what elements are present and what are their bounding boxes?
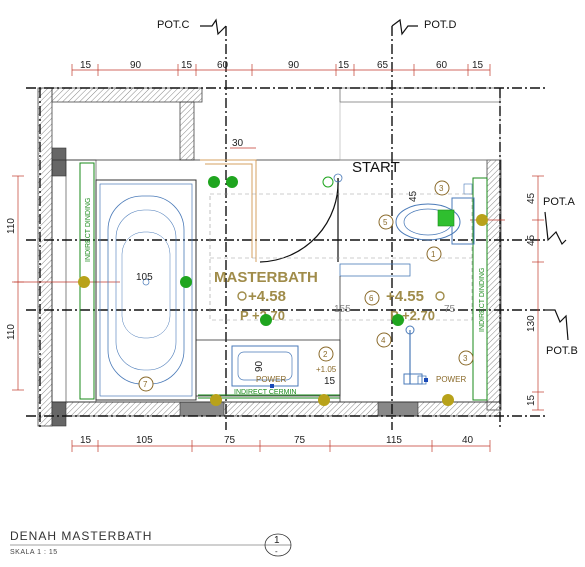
toilet-dim: 45 [408,190,419,202]
fixture-tags [138,180,474,392]
dim-bottom-1: 15 [80,435,92,446]
tag-2: 2 [323,350,328,359]
sheet-number: 1 [274,535,280,546]
tag-7: 7 [143,380,148,389]
dim-right-3: 130 [526,315,537,332]
vanity-dim-15: 15 [324,376,336,387]
tag-5: 5 [383,218,388,227]
sheet-sub: - [275,547,278,556]
elevation-left: +4.58 [248,288,286,305]
dim-top-8: 60 [436,60,448,71]
dim-left-1: 110 [6,218,17,234]
dimension-text: 15 90 15 60 90 15 65 60 15 30 15 105 75 … [6,60,537,446]
drawing-title: DENAH MASTERBATH [10,529,152,543]
dim-top-1: 15 [80,60,92,71]
indirect-dinding-right-label: INDIRECT DINDING [479,268,486,332]
tag-6: 6 [369,294,374,303]
dim-bottom-6: 40 [462,435,474,446]
dim-top-2: 90 [130,60,142,71]
vanity-dim: 90 [254,360,265,372]
dim-right-4: 15 [526,394,537,406]
dim-top-6: 15 [338,60,350,71]
dim-top-9: 15 [472,60,484,71]
title-block: DENAH MASTERBATH SKALA 1 : 15 1 - [10,529,292,557]
floor-dim-75: 75 [444,304,456,315]
toilet [395,183,475,245]
drawing-scale: SKALA 1 : 15 [10,549,58,556]
dim-top-4: 60 [217,60,229,71]
power-label-right: POWER [436,375,466,384]
axis-lines [26,26,545,430]
dim-right-1: 45 [526,192,537,204]
dim-bottom-4: 75 [294,435,306,446]
section-label-pot-d: POT.D [424,19,456,31]
power-label-left: POWER [256,375,286,384]
tag-3a: 3 [439,184,444,193]
dim-top-5: 90 [288,60,300,71]
fixture-tag-numbers: 1 2 3 3 4 5 6 7 [143,184,468,389]
elevation-right: +4.55 [386,288,424,305]
lamps [78,176,488,406]
dim-top-3: 15 [181,60,193,71]
section-label-pot-c: POT.C [157,19,189,31]
section-label-pot-a: POT.A [543,196,575,208]
tag-3b: 3 [463,354,468,363]
dim-bottom-2: 105 [136,435,153,446]
room-name: MASTERBATH [214,269,318,286]
start-label: START [352,159,400,176]
door-swing [200,159,343,263]
dimension-lines [12,64,544,452]
tag-1: 1 [431,250,436,259]
height-label: +1.05 [316,365,337,374]
section-label-pot-b: POT.B [546,345,578,357]
dim-left-2: 110 [6,324,17,340]
dim-top-7: 65 [377,60,389,71]
indirect-cermin-label: INDIRECT CERMIN [234,389,296,396]
tag-4: 4 [381,336,386,345]
dim-top-30: 30 [232,138,244,149]
dim-right-2: 45 [526,234,537,246]
dim-bottom-3: 75 [224,435,236,446]
indirect-dinding-left-label: INDIRECT DINDING [85,198,92,262]
power-socket-left [270,384,274,388]
dim-bottom-5: 115 [386,435,402,446]
section-markers: POT.C POT.D POT.A POT.B [157,18,578,357]
floor-dim-155: 155 [334,304,351,315]
bathtub: 105 [95,179,197,401]
power-socket-right [424,378,428,382]
bathtub-dim: 105 [136,272,153,283]
